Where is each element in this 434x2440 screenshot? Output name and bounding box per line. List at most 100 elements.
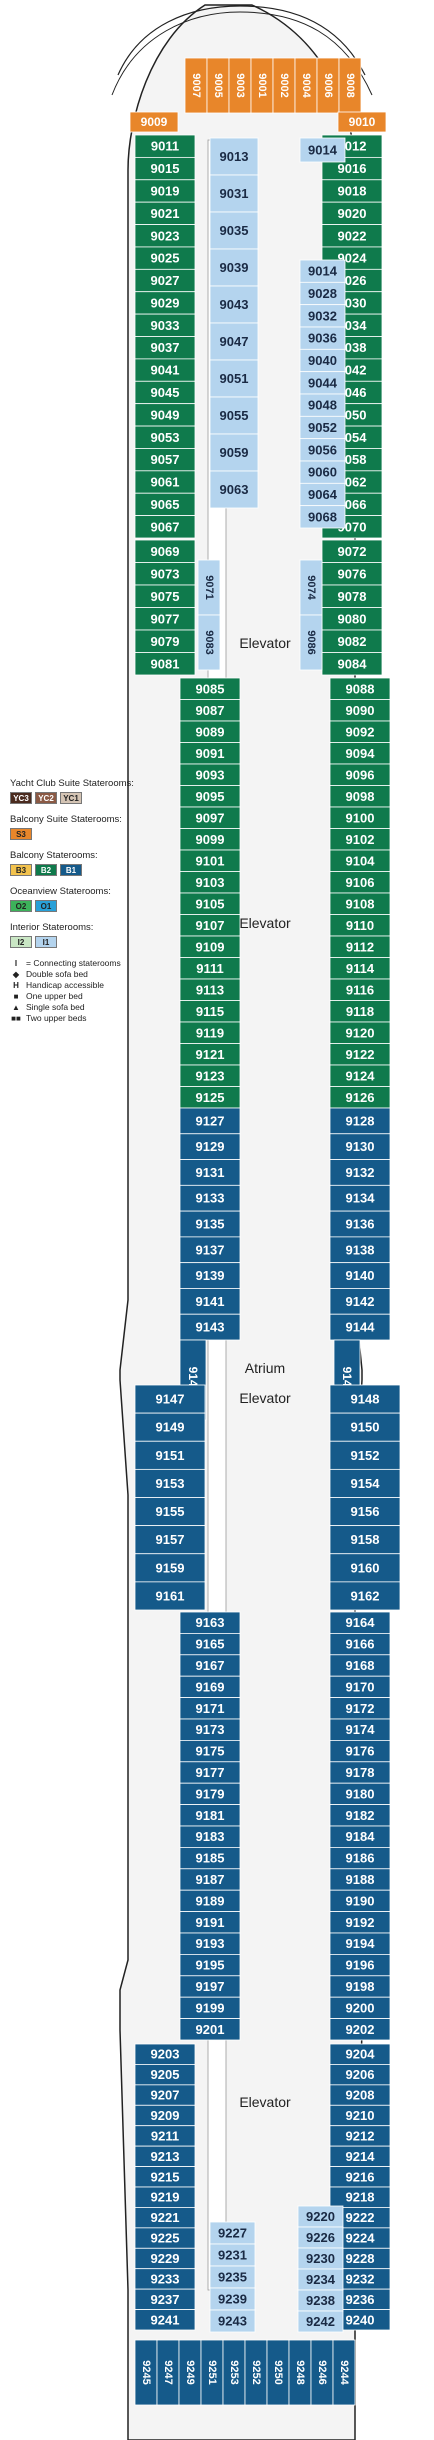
stateroom[interactable]: 9216 — [329, 2166, 391, 2188]
stateroom[interactable]: 9248 — [288, 2339, 312, 2406]
stateroom[interactable]: 9199 — [179, 1996, 241, 2019]
stateroom[interactable]: 9037 — [134, 336, 196, 360]
stateroom[interactable]: 9048 — [299, 393, 346, 417]
stateroom[interactable]: 9040 — [299, 348, 346, 373]
stateroom[interactable]: 9251 — [200, 2339, 224, 2406]
stateroom[interactable]: 9144 — [329, 1313, 391, 1341]
stateroom[interactable]: 9167 — [179, 1654, 241, 1677]
stateroom[interactable]: 9039 — [209, 248, 259, 287]
stateroom[interactable]: 9096 — [329, 763, 391, 786]
stateroom[interactable]: 9210 — [329, 2104, 391, 2127]
stateroom[interactable]: 9094 — [329, 742, 391, 765]
stateroom[interactable]: 9242 — [297, 2310, 344, 2333]
stateroom[interactable]: 9211 — [134, 2125, 196, 2147]
stateroom[interactable]: 9087 — [179, 699, 241, 722]
stateroom[interactable]: 9183 — [179, 1825, 241, 1848]
stateroom[interactable]: 9124 — [329, 1064, 391, 1087]
stateroom[interactable]: 9180 — [329, 1782, 391, 1805]
stateroom[interactable]: 9025 — [134, 246, 196, 270]
stateroom[interactable]: 9093 — [179, 763, 241, 786]
stateroom[interactable]: 9111 — [179, 957, 241, 980]
stateroom[interactable]: 9091 — [179, 742, 241, 765]
stateroom[interactable]: 9244 — [332, 2339, 356, 2406]
stateroom[interactable]: 9184 — [329, 1825, 391, 1848]
stateroom[interactable]: 9208 — [329, 2084, 391, 2106]
stateroom[interactable]: 9178 — [329, 1761, 391, 1784]
stateroom[interactable]: 9099 — [179, 828, 241, 851]
stateroom[interactable]: 9163 — [179, 1611, 241, 1634]
stateroom[interactable]: 9110 — [329, 914, 391, 937]
stateroom[interactable]: 9200 — [329, 1996, 391, 2019]
stateroom[interactable]: 9004 — [294, 57, 318, 114]
stateroom[interactable]: 9204 — [329, 2043, 391, 2065]
stateroom[interactable]: 9006 — [316, 57, 340, 114]
stateroom[interactable]: 9109 — [179, 935, 241, 958]
stateroom[interactable]: 9077 — [134, 607, 196, 631]
stateroom[interactable]: 9064 — [299, 482, 346, 507]
stateroom[interactable]: 9249 — [178, 2339, 202, 2406]
stateroom[interactable]: 9198 — [329, 1975, 391, 1998]
stateroom[interactable]: 9118 — [329, 1000, 391, 1023]
stateroom[interactable]: 9226 — [297, 2226, 344, 2249]
stateroom[interactable]: 9041 — [134, 358, 196, 382]
stateroom[interactable]: 9232 — [329, 2268, 391, 2290]
stateroom[interactable]: 9153 — [134, 1468, 206, 1498]
stateroom[interactable]: 9088 — [329, 677, 391, 700]
stateroom[interactable]: 9186 — [329, 1847, 391, 1870]
stateroom[interactable]: 9045 — [134, 380, 196, 405]
stateroom[interactable]: 9142 — [329, 1288, 391, 1315]
stateroom[interactable]: 9044 — [299, 371, 346, 395]
stateroom[interactable]: 9149 — [134, 1412, 206, 1442]
stateroom[interactable]: 9001 — [250, 57, 274, 114]
stateroom[interactable]: 9107 — [179, 914, 241, 937]
stateroom[interactable]: 9067 — [134, 515, 196, 539]
stateroom[interactable]: 9028 — [299, 281, 346, 306]
stateroom[interactable]: 9097 — [179, 806, 241, 829]
stateroom[interactable]: 9076 — [321, 562, 383, 586]
stateroom[interactable]: 9081 — [134, 652, 196, 676]
stateroom[interactable]: 9158 — [329, 1525, 401, 1555]
stateroom[interactable]: 9168 — [329, 1654, 391, 1677]
stateroom[interactable]: 9100 — [329, 806, 391, 829]
stateroom[interactable]: 9209 — [134, 2104, 196, 2127]
stateroom[interactable]: 9125 — [179, 1086, 241, 1109]
stateroom[interactable]: 9106 — [329, 871, 391, 894]
stateroom[interactable]: 9060 — [299, 460, 346, 484]
stateroom[interactable]: 9190 — [329, 1889, 391, 1912]
stateroom[interactable]: 9022 — [321, 224, 383, 248]
stateroom[interactable]: 9197 — [179, 1975, 241, 1998]
stateroom[interactable]: 9231 — [209, 2243, 256, 2267]
stateroom[interactable]: 9225 — [134, 2227, 196, 2249]
stateroom[interactable]: 9055 — [209, 396, 259, 435]
stateroom[interactable]: 9227 — [209, 2221, 256, 2245]
stateroom[interactable]: 9253 — [222, 2339, 246, 2406]
stateroom[interactable]: 9176 — [329, 1740, 391, 1763]
stateroom[interactable]: 9219 — [134, 2186, 196, 2208]
stateroom[interactable]: 9136 — [329, 1210, 391, 1238]
stateroom[interactable]: 9155 — [134, 1497, 206, 1527]
stateroom[interactable]: 9150 — [329, 1412, 401, 1442]
stateroom[interactable]: 9059 — [209, 433, 259, 472]
stateroom[interactable]: 9191 — [179, 1911, 241, 1934]
stateroom[interactable]: 9128 — [329, 1107, 391, 1135]
stateroom[interactable]: 9023 — [134, 224, 196, 248]
stateroom[interactable]: 9194 — [329, 1932, 391, 1955]
stateroom[interactable]: 9074 — [299, 559, 323, 616]
stateroom[interactable]: 9239 — [209, 2287, 256, 2311]
stateroom[interactable]: 9002 — [272, 57, 296, 114]
stateroom[interactable]: 9237 — [134, 2288, 196, 2310]
stateroom[interactable]: 9138 — [329, 1236, 391, 1264]
stateroom[interactable]: 9085 — [179, 677, 241, 700]
stateroom[interactable]: 9140 — [329, 1262, 391, 1289]
stateroom[interactable]: 9206 — [329, 2064, 391, 2086]
stateroom[interactable]: 9172 — [329, 1697, 391, 1720]
stateroom[interactable]: 9078 — [321, 584, 383, 608]
stateroom[interactable]: 9092 — [329, 720, 391, 743]
stateroom[interactable]: 9185 — [179, 1847, 241, 1870]
stateroom[interactable]: 9171 — [179, 1697, 241, 1720]
stateroom[interactable]: 9135 — [179, 1210, 241, 1238]
stateroom[interactable]: 9156 — [329, 1497, 401, 1527]
stateroom[interactable]: 9053 — [134, 425, 196, 449]
stateroom[interactable]: 9133 — [179, 1184, 241, 1212]
stateroom[interactable]: 9179 — [179, 1782, 241, 1805]
